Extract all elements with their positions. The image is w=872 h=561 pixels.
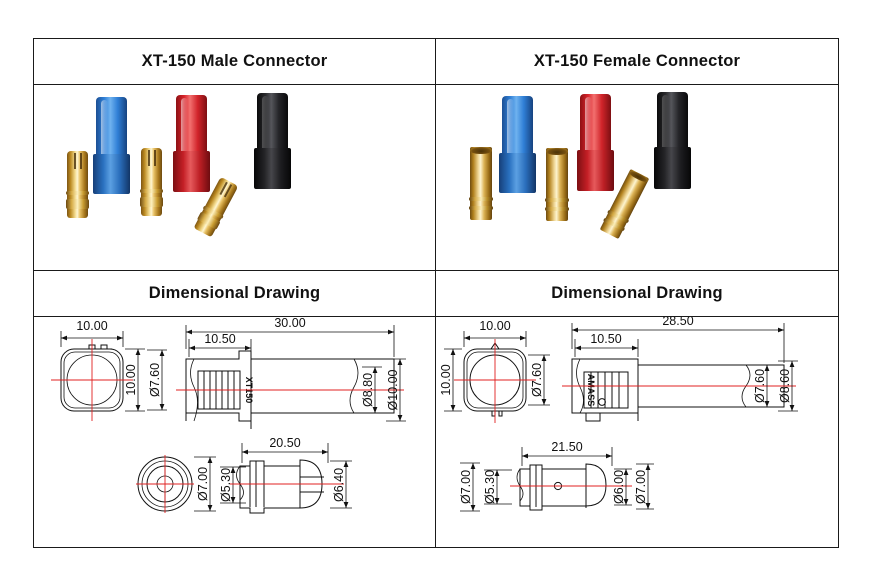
male-drawing-label-cell: Dimensional Drawing xyxy=(34,271,436,316)
male-front-width-label: 10.00 xyxy=(76,319,107,333)
male-connector-title: XT-150 Male Connector xyxy=(141,52,328,70)
female-connector-photo xyxy=(436,85,838,270)
blue-housing xyxy=(93,97,130,194)
male-head-length-label: 10.50 xyxy=(204,332,235,346)
female-contact-end-outer-label: Ø7.00 xyxy=(459,470,473,504)
gold-female-socket-2 xyxy=(544,148,570,221)
female-marking-label: AMASS xyxy=(586,374,596,407)
female-connector-title: XT-150 Female Connector xyxy=(533,52,741,70)
black-housing xyxy=(654,92,691,189)
black-housing xyxy=(254,93,291,189)
drawing-label-row: Dimensional Drawing Dimensional Drawing xyxy=(34,271,838,317)
header-row: XT-150 Male Connector XT-150 Female Conn… xyxy=(34,39,838,85)
female-outer-diameter-label: Ø8.60 xyxy=(778,369,792,403)
male-front-bore-label: Ø7.60 xyxy=(148,363,162,397)
male-front-view: 10.00 10.00 Ø7.60 xyxy=(51,319,167,421)
blue-housing-flange xyxy=(499,153,536,193)
male-contact-inner-diameter-label: Ø5.30 xyxy=(219,468,233,502)
specification-table: XT-150 Male Connector XT-150 Female Conn… xyxy=(33,38,839,548)
female-contact-inner-dia-label: Ø6.00 xyxy=(612,470,626,504)
black-housing-flange xyxy=(654,147,691,189)
female-contact-end-view: Ø7.00 Ø5.30 xyxy=(459,462,512,512)
gold-female-socket-1 xyxy=(468,147,494,220)
female-contact-length-label: 21.50 xyxy=(551,440,582,454)
male-header-cell: XT-150 Male Connector xyxy=(34,39,436,84)
male-photo-cell xyxy=(34,85,436,270)
blue-housing-flange xyxy=(93,154,130,194)
female-contact-end-inner-label: Ø5.30 xyxy=(483,470,497,504)
gold-male-bullet-1 xyxy=(65,151,90,218)
female-drawing-label-cell: Dimensional Drawing xyxy=(436,271,838,316)
female-contact-outer-dia-label: Ø7.00 xyxy=(634,470,648,504)
male-contact-diameter-label: Ø6.40 xyxy=(332,468,346,502)
male-dimensional-drawing-label: Dimensional Drawing xyxy=(148,284,321,302)
gold-male-bullet-2 xyxy=(139,148,164,216)
red-housing-flange xyxy=(577,150,614,191)
male-side-view: XT150 30.00 xyxy=(176,317,406,429)
male-contact-end-view: Ø7.00 Ø5.30 xyxy=(136,455,246,513)
male-contact-side-view: 20.50 Ø6.40 xyxy=(230,436,352,514)
female-front-width-label: 10.00 xyxy=(479,319,510,333)
female-front-view: 10.00 10.00 Ø7.60 xyxy=(439,319,550,423)
male-drawing-cell: 10.00 10.00 Ø7.60 xyxy=(34,317,436,547)
female-overall-length-label: 28.50 xyxy=(662,317,693,328)
black-housing-flange xyxy=(254,148,291,189)
photo-row xyxy=(34,85,838,271)
female-contact-side-view: 21.50 Ø6.00 Ø7.00 xyxy=(510,440,654,511)
female-header-cell: XT-150 Female Connector xyxy=(436,39,838,84)
male-contact-outer-diameter-label: Ø7.00 xyxy=(196,467,210,501)
male-engineering-drawing: 10.00 10.00 Ø7.60 xyxy=(34,317,435,547)
red-housing xyxy=(577,94,614,191)
female-front-height-label: 10.00 xyxy=(439,364,453,395)
female-inner-diameter-label: Ø7.60 xyxy=(753,369,767,403)
male-inner-diameter-label: Ø8.80 xyxy=(361,373,375,407)
drawing-row: 10.00 10.00 Ø7.60 xyxy=(34,317,838,547)
male-contact-length-label: 20.50 xyxy=(269,436,300,450)
male-outer-diameter-label: Ø10.00 xyxy=(386,369,400,410)
female-head-length-label: 10.50 xyxy=(590,332,621,346)
female-photo-cell xyxy=(436,85,838,270)
red-housing-flange xyxy=(173,151,210,192)
male-front-height-label: 10.00 xyxy=(124,364,138,395)
male-connector-photo xyxy=(34,85,435,270)
female-drawing-cell: 10.00 10.00 Ø7.60 xyxy=(436,317,838,547)
male-overall-length-label: 30.00 xyxy=(274,317,305,330)
red-housing xyxy=(173,95,210,192)
female-engineering-drawing: 10.00 10.00 Ø7.60 xyxy=(436,317,838,547)
female-side-view: AMASS 28.50 xyxy=(562,317,798,422)
female-front-bore-label: Ø7.60 xyxy=(530,363,544,397)
female-dimensional-drawing-label: Dimensional Drawing xyxy=(551,284,723,302)
blue-housing xyxy=(499,96,536,193)
